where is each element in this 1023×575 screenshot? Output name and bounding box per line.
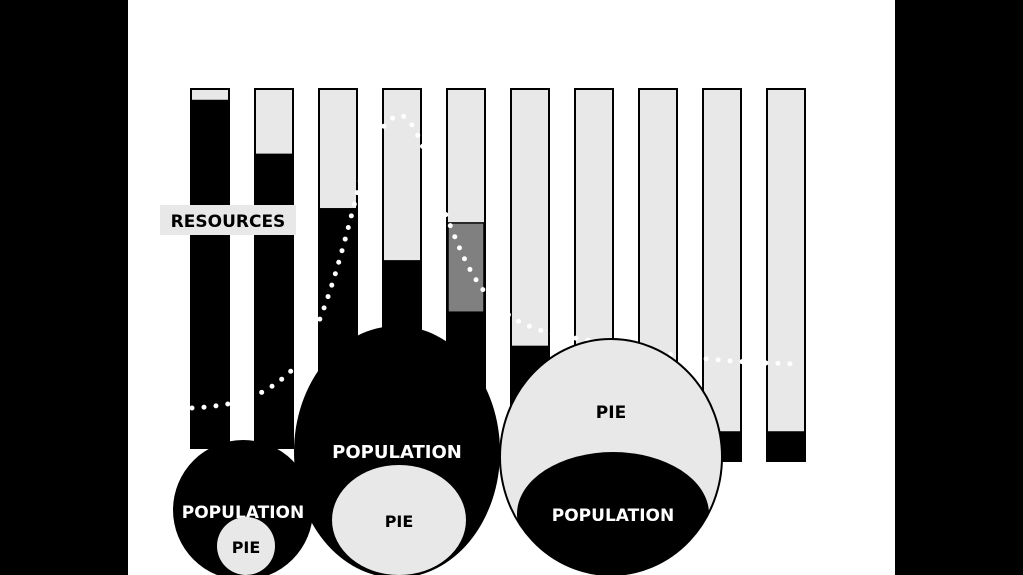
bar-fill-black <box>191 99 229 449</box>
bar-fill-black <box>255 153 293 448</box>
population-label-mid: POPULATION <box>332 442 462 463</box>
resources-label: RESOURCES <box>171 212 286 232</box>
population-circle-small <box>173 440 313 575</box>
pie-label-mid: PIE <box>385 512 414 531</box>
population-label-large: POPULATION <box>552 506 674 526</box>
bar-10 <box>766 88 806 462</box>
bar-group <box>190 88 806 462</box>
pie-label-large: PIE <box>596 403 626 423</box>
pie-circle-small <box>217 517 275 575</box>
pie-label-small: PIE <box>232 538 261 557</box>
resources-label-bg <box>160 205 296 235</box>
population-label-small: POPULATION <box>182 503 304 523</box>
bar-fill-black <box>767 431 805 461</box>
population-circle-large <box>517 452 709 575</box>
pie-circle-mid <box>332 465 466 575</box>
